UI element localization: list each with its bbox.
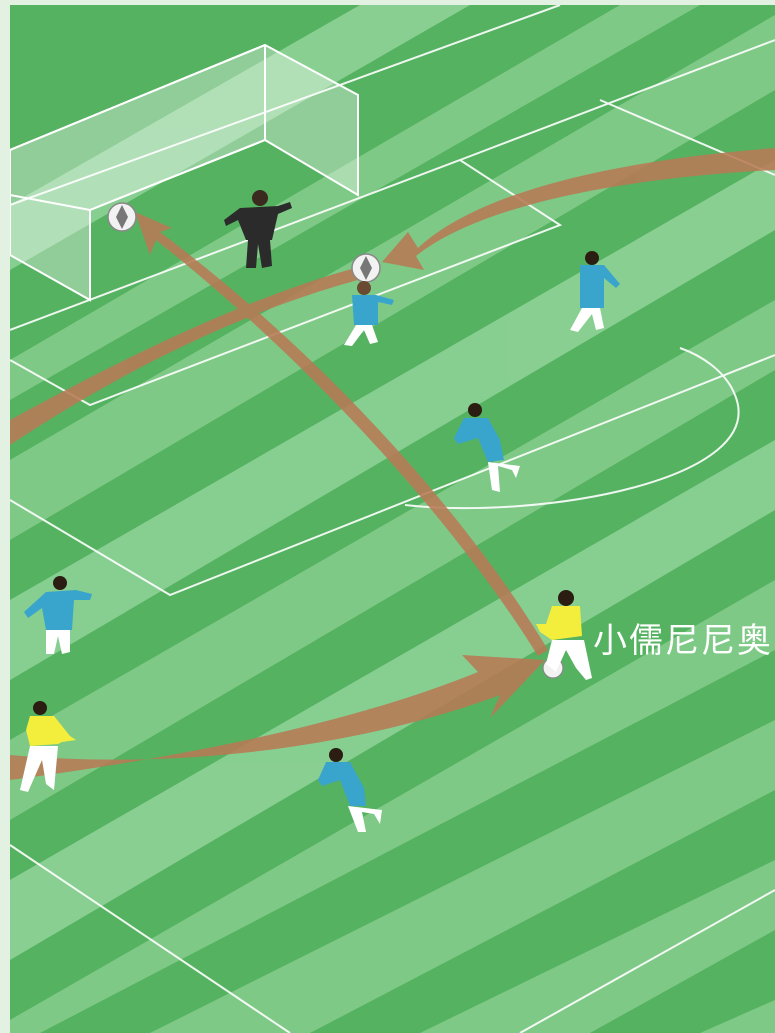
goal: [10, 43, 359, 302]
player-name-label: 小儒尼尼奥: [593, 621, 773, 661]
player-blue-right: [570, 251, 620, 332]
arrow-cross: [382, 148, 775, 270]
ball-icon: [351, 253, 381, 283]
pass-arrows: [10, 148, 775, 780]
player-blue-center: [454, 403, 520, 492]
player-yellow-passer: [20, 701, 76, 792]
arrow-left-run: [10, 268, 358, 445]
arrow-pass: [10, 655, 545, 780]
player-blue-left: [24, 576, 92, 654]
player-label-container: 小儒尼尼奥: [590, 600, 775, 670]
player-blue-bottom: [318, 748, 382, 832]
pitch-lines: [10, 5, 775, 1033]
player-blue-header: [344, 281, 394, 346]
pitch-stripes: [10, 5, 775, 1033]
ball-icon: [107, 202, 137, 232]
player-goalkeeper: [224, 190, 292, 268]
player-yellow-ronaldinho: [536, 590, 592, 680]
